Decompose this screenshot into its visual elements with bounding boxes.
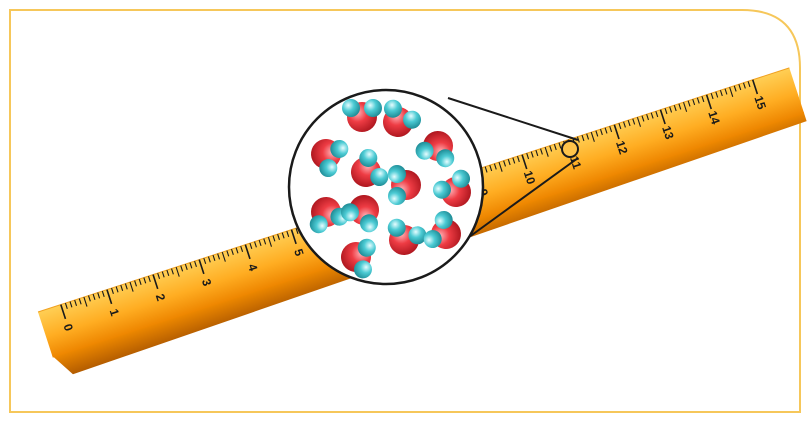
hydrogen-atom [388,187,406,205]
hydrogen-atom [342,99,360,117]
magnifier-lens [289,90,483,284]
magnifier-circle-icon [562,141,578,157]
hydrogen-atom [388,165,406,183]
hydrogen-atom [364,99,382,117]
